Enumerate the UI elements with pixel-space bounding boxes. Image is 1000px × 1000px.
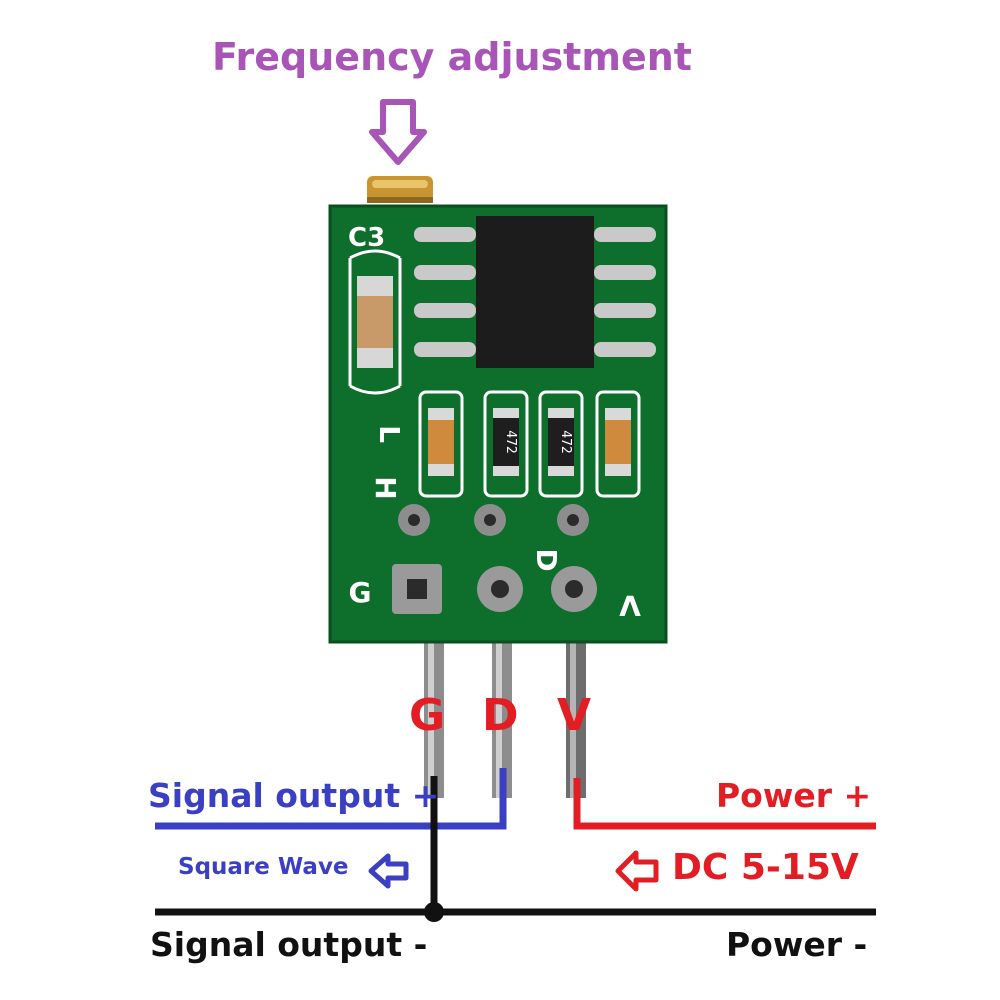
silkscreen-d: D xyxy=(530,548,563,571)
signal-output-plus-label: Signal output + xyxy=(148,776,440,815)
wires xyxy=(155,768,876,922)
silkscreen-c3: C3 xyxy=(348,223,385,253)
square-wave-label: Square Wave xyxy=(178,854,349,880)
pin-label-d: D xyxy=(482,690,519,741)
frequency-adjustment-title: Frequency adjustment xyxy=(212,35,692,79)
dc-arrow-icon xyxy=(615,850,659,892)
dc-range-label: DC 5-15V xyxy=(672,847,859,888)
junction-dot xyxy=(424,902,444,922)
silkscreen-h: H xyxy=(369,476,402,499)
pin-pads xyxy=(392,564,597,614)
pin-label-v: V xyxy=(557,690,592,741)
silkscreen-l: L xyxy=(373,425,406,443)
power-plus-label: Power + xyxy=(716,776,872,815)
pin-label-g: G xyxy=(409,690,446,741)
down-arrow-icon xyxy=(369,99,427,165)
resistor-code-1: 472 xyxy=(503,430,518,453)
resistor-code-2: 472 xyxy=(558,430,573,453)
silkscreen-g: G xyxy=(349,576,372,609)
trimmer-potentiometer xyxy=(367,176,433,203)
header-pins xyxy=(424,638,586,798)
power-minus-label: Power - xyxy=(726,925,868,964)
vias xyxy=(398,504,589,536)
silkscreen-v: V xyxy=(619,589,641,622)
capacitor-c3 xyxy=(348,249,402,395)
square-wave-arrow-icon xyxy=(368,853,409,889)
signal-output-minus-label: Signal output - xyxy=(150,925,428,964)
ic-chip xyxy=(414,216,656,368)
smd-components xyxy=(418,390,641,498)
